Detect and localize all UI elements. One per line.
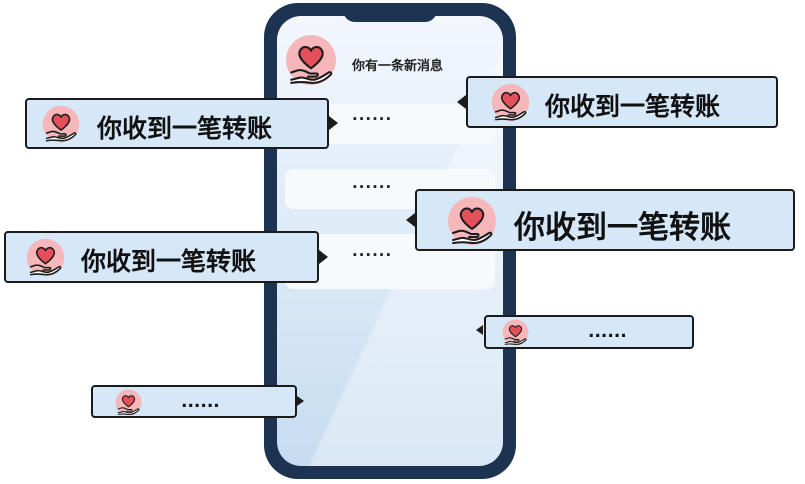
bubble-tail [297, 396, 304, 406]
bubble-text: 你收到一笔转账 [81, 247, 257, 276]
chat-row-text: ...... [352, 174, 393, 192]
notification-bubble: ...... [91, 385, 297, 418]
notification-bubble: 你收到一笔转账 [4, 231, 319, 283]
heart-hand-icon [502, 319, 529, 346]
bubble-tail [406, 213, 415, 227]
notification-bubble: 你收到一笔转账 [415, 189, 795, 251]
bubble-tail [476, 325, 483, 335]
notification-bubble: ...... [484, 315, 694, 349]
bubble-text: 你收到一笔转账 [97, 114, 273, 143]
heart-hand-icon [285, 34, 337, 86]
bubble-text: 你收到一笔转账 [514, 210, 731, 246]
bubble-text: 你收到一笔转账 [545, 92, 721, 121]
phone-header-title: 你有一条新消息 [352, 59, 444, 74]
bubble-tail [329, 116, 338, 130]
bubble-text: ...... [181, 392, 220, 412]
notification-bubble: 你收到一笔转账 [466, 76, 778, 128]
bubble-tail [457, 95, 466, 109]
phone-notch [343, 3, 437, 22]
bubble-text: ...... [588, 322, 627, 342]
notification-bubble: 你收到一笔转账 [25, 98, 329, 149]
heart-hand-icon [115, 389, 142, 416]
heart-hand-icon [491, 83, 530, 122]
chat-row-text: ...... [352, 106, 393, 124]
chat-row-text: ...... [352, 242, 393, 260]
heart-hand-icon [26, 238, 65, 277]
heart-hand-icon [447, 196, 497, 246]
bubble-tail [319, 250, 328, 264]
heart-hand-icon [42, 105, 80, 143]
